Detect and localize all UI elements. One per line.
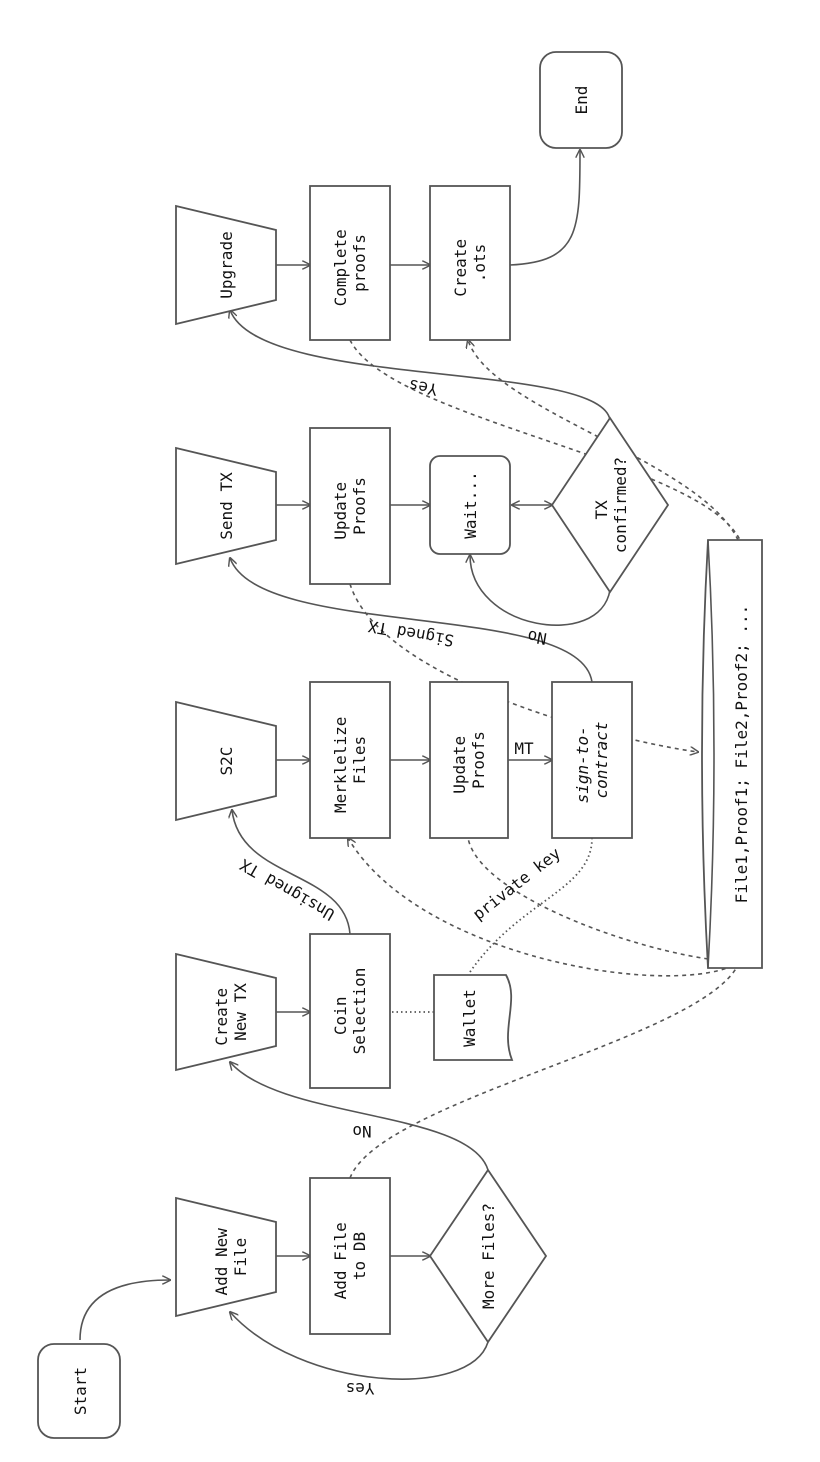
- svg-text:TX confirmed?: TX confirmed?: [592, 457, 630, 553]
- create-ots-line-1: Create: [451, 239, 470, 297]
- start-node: Start: [37, 1343, 121, 1439]
- wallet-node: Wallet: [433, 974, 514, 1061]
- label-yes-more-files: Yes: [346, 1379, 375, 1398]
- label-private-key: private key: [469, 843, 564, 923]
- add-file-to-db-node: Add File to DB: [309, 1177, 391, 1335]
- complete-proofs-node: Complete proofs: [309, 185, 391, 341]
- update-proofs-2-line-2: Proofs: [350, 477, 369, 535]
- edge-db-add-file: [349, 964, 739, 1179]
- edge-more-files-no: [230, 1062, 489, 1171]
- merklelize-line-2: Files: [350, 736, 369, 784]
- svg-text:Update Proofs: Update Proofs: [331, 472, 369, 539]
- add-new-file-node: Add New File: [175, 1196, 277, 1318]
- edge-db-update-proofs-2: [349, 583, 698, 752]
- more-files-decision: More Files?: [428, 1168, 548, 1344]
- tx-confirmed-decision: TX confirmed?: [550, 416, 670, 594]
- database-label: File1,Proof1; File2,Proof2; ...: [732, 605, 751, 904]
- end-node: End: [539, 51, 623, 149]
- create-ots-line-2: .ots: [470, 244, 489, 283]
- svg-text:Create .ots: Create .ots: [451, 229, 489, 296]
- send-tx-label: Send TX: [217, 472, 236, 540]
- upgrade-label: Upgrade: [217, 231, 236, 298]
- svg-text:sign-to- contract: sign-to- contract: [573, 717, 611, 804]
- create-new-tx-line-1: Create: [212, 988, 231, 1046]
- create-ots-node: Create .ots: [429, 185, 511, 341]
- svg-text:Create New TX: Create New TX: [212, 978, 250, 1045]
- wallet-label: Wallet: [460, 989, 479, 1047]
- label-no-confirmed: No: [526, 626, 548, 648]
- edge-signed-tx: [230, 558, 593, 683]
- svg-text:Merklelize Files: Merklelize Files: [331, 707, 369, 813]
- tx-confirmed-line-1: TX: [592, 500, 611, 520]
- update-proofs-1-line-1: Update: [450, 736, 469, 794]
- upgrade-node: Upgrade: [175, 204, 277, 326]
- update-proofs-2-line-1: Update: [331, 482, 350, 540]
- edge-db-update-proofs-1: [467, 837, 741, 963]
- add-new-file-line-2: File: [231, 1238, 250, 1277]
- more-files-label: More Files?: [479, 1203, 498, 1309]
- edge-confirm-yes: [230, 310, 611, 421]
- database-node: File1,Proof1; File2,Proof2; ...: [701, 539, 763, 969]
- edge-confirm-no: [470, 555, 611, 626]
- sign-to-contract-node: sign-to- contract: [551, 681, 633, 839]
- svg-text:Add New File: Add New File: [212, 1218, 250, 1295]
- edge-db-merklelize: [348, 838, 741, 977]
- label-yes-confirmed: Yes: [407, 376, 439, 400]
- update-proofs-1-line-2: Proofs: [469, 731, 488, 789]
- add-file-to-db-line-1: Add File: [331, 1222, 350, 1299]
- tx-confirmed-line-2: confirmed?: [611, 457, 630, 553]
- complete-proofs-line-2: proofs: [350, 234, 369, 292]
- edge-ots-to-end: [509, 150, 580, 266]
- complete-proofs-line-1: Complete: [331, 229, 350, 306]
- end-label: End: [572, 86, 591, 115]
- coin-selection-line-2: Selection: [350, 968, 369, 1055]
- label-signed-tx: Signed TX: [366, 616, 455, 650]
- wait-label: Wait...: [461, 471, 480, 538]
- edge-unsigned-tx: [232, 810, 351, 935]
- svg-text:Coin Selection: Coin Selection: [331, 968, 369, 1055]
- start-label: Start: [71, 1367, 90, 1415]
- create-new-tx-line-2: New TX: [231, 983, 250, 1041]
- s2c-label: S2C: [217, 747, 236, 776]
- merklelize-node: Merklelize Files: [309, 681, 391, 839]
- edge-more-files-yes: [230, 1312, 489, 1380]
- add-new-file-line-1: Add New: [212, 1228, 231, 1296]
- edge-db-complete-proofs: [349, 339, 741, 541]
- sign-to-contract-line-1: sign-to-: [573, 726, 592, 803]
- label-mt: MT: [514, 739, 534, 758]
- svg-text:Add File to DB: Add File to DB: [331, 1213, 369, 1300]
- create-new-tx-node: Create New TX: [175, 952, 277, 1072]
- update-proofs-node-2: Update Proofs: [309, 427, 391, 585]
- label-no-more-files: No: [352, 1122, 371, 1141]
- send-tx-node: Send TX: [175, 446, 277, 566]
- wait-node: Wait...: [429, 455, 511, 555]
- sign-to-contract-line-2: contract: [592, 721, 611, 798]
- update-proofs-node-1: Update Proofs: [429, 681, 509, 839]
- svg-text:Update Proofs: Update Proofs: [450, 726, 488, 793]
- label-unsigned-tx: Unsigned TX: [236, 855, 338, 925]
- merklelize-line-1: Merklelize: [331, 717, 350, 813]
- svg-text:Complete proofs: Complete proofs: [331, 220, 369, 307]
- coin-selection-node: Coin Selection: [309, 933, 391, 1089]
- edge-start-to-add-file: [79, 1280, 170, 1341]
- add-file-to-db-line-2: to DB: [350, 1232, 369, 1280]
- s2c-node: S2C: [175, 700, 277, 822]
- coin-selection-line-1: Coin: [331, 997, 350, 1036]
